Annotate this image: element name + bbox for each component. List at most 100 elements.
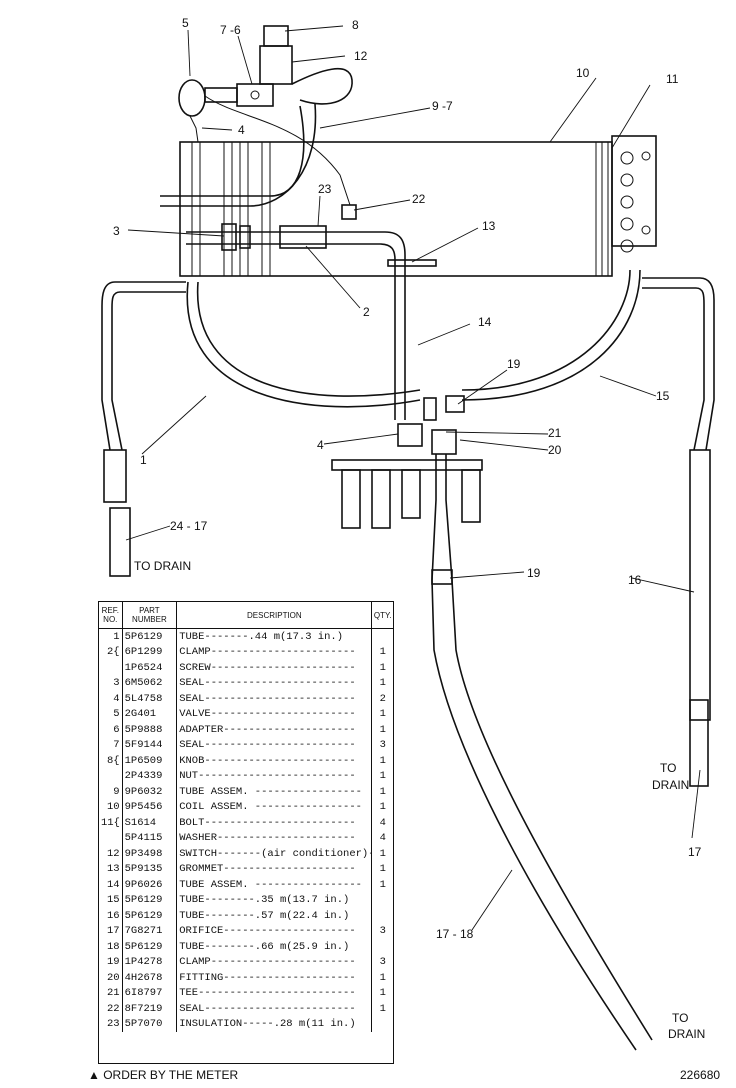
qty-cell — [372, 939, 393, 955]
qty-cell: 1 — [379, 971, 386, 984]
ref-cell: 7 — [99, 737, 123, 753]
description-cell: TUBE--------.66 m(25.9 in.) — [176, 939, 373, 955]
description-cell: BOLT------------------------ — [176, 815, 373, 831]
callout-23: 23 — [318, 182, 332, 196]
description-cell: GROMMET--------------------- — [176, 861, 373, 877]
description-cell: SEAL------------------------ — [176, 1001, 373, 1017]
qty-cell — [372, 1017, 393, 1033]
qty-cell: 1 — [379, 754, 386, 767]
ref-cell: 16▲ — [99, 908, 123, 924]
description-cell: SEAL------------------------ — [176, 675, 373, 691]
ref-cell: 19 — [99, 954, 123, 970]
description-cell: SEAL------------------------ — [176, 691, 373, 707]
callout-9-7: 9 -7 — [432, 99, 453, 113]
qty-cell: 1 — [379, 708, 386, 721]
callout-15: 15 — [656, 389, 670, 403]
ref-cell: 20 — [99, 970, 123, 986]
description-cell: INSULATION-----.28 m(11 in.) — [176, 1016, 373, 1032]
ref-cell: 13 — [99, 861, 123, 877]
part-number-cell: 6M5062 — [122, 675, 178, 691]
part-number-cell: 5F9144 — [122, 737, 178, 753]
header-part-number: PART NUMBER — [122, 602, 178, 629]
qty-cell — [372, 893, 393, 909]
ref-cell: 8{ — [99, 753, 123, 769]
description-cell: FITTING--------------------- — [176, 970, 373, 986]
qty-cell: 4 — [379, 816, 386, 829]
part-number-cell: 5P7070 — [122, 1016, 178, 1032]
part-number-cell: 5P6129 — [122, 892, 178, 908]
qty-cell: 4 — [379, 832, 386, 845]
qty-cell: 1 — [379, 878, 386, 891]
duct-outlets — [331, 459, 483, 529]
callout-19-lower: 19 — [527, 566, 541, 580]
callout-19-upper: 19 — [507, 357, 521, 371]
callout-labels: 8 7 -6 5 12 10 11 9 -7 4 3 23 22 13 2 14… — [113, 16, 705, 1041]
part-number-cell: 9P5456 — [122, 799, 178, 815]
part-number-cell: 5P6129 — [122, 628, 178, 645]
callout-22: 22 — [412, 192, 426, 206]
ref-cell: 1▲ — [99, 628, 123, 645]
callout-2: 2 — [363, 305, 370, 319]
callout-12: 12 — [354, 49, 368, 63]
callout-13: 13 — [482, 219, 496, 233]
ref-cell: 6 — [99, 722, 123, 738]
qty-cell: 1 — [379, 1002, 386, 1015]
parts-list-table: REF. NO. PART NUMBER DESCRIPTION QTY. 1▲… — [98, 601, 394, 1064]
part-number-cell: 5P9888 — [122, 722, 178, 738]
qty-cell: 3 — [379, 925, 386, 938]
part-number-cell: 2G401 — [122, 706, 178, 722]
qty-cell: 1 — [379, 987, 386, 1000]
outlet-tube — [186, 204, 437, 420]
ref-cell: 23▲ — [99, 1016, 123, 1032]
description-cell: KNOB------------------------ — [176, 753, 373, 769]
description-cell: SWITCH-------(air conditioner)- — [176, 846, 373, 862]
callout-3: 3 — [113, 224, 120, 238]
description-cell: SCREW----------------------- — [176, 660, 373, 676]
qty-cell: 1 — [379, 770, 386, 783]
ref-cell: 22 — [99, 1001, 123, 1017]
qty-cell: 1 — [379, 723, 386, 736]
description-cell: TUBE ASSEM. ----------------- — [176, 784, 373, 800]
part-number-cell: 5P4115 — [122, 830, 178, 846]
ref-cell: 2{ — [99, 644, 123, 660]
description-cell: TUBE--------.57 m(22.4 in.) — [176, 908, 373, 924]
callout-24-17: 24 - 17 — [170, 519, 208, 533]
ref-cell — [99, 768, 123, 784]
part-number-cell: 6P1299 — [122, 644, 178, 660]
ref-cell: 15▲ — [99, 892, 123, 908]
callout-11: 11 — [666, 72, 679, 86]
ref-cell: 17 — [99, 923, 123, 939]
ref-cell — [99, 830, 123, 846]
description-cell: TEE------------------------- — [176, 985, 373, 1001]
callout-4-lower: 4 — [317, 438, 324, 452]
description-cell: TUBE--------.35 m(13.7 in.) — [176, 892, 373, 908]
footnote-order-by-meter: ▲ ORDER BY THE METER — [88, 1068, 239, 1082]
drain-label-left: TO DRAIN — [134, 559, 191, 573]
part-number-cell: 6I8797 — [122, 985, 178, 1001]
part-number-cell: 5P9135 — [122, 861, 178, 877]
part-number-cell: 9P6026 — [122, 877, 178, 893]
expansion-valve-group — [160, 25, 353, 207]
qty-cell — [372, 908, 393, 924]
